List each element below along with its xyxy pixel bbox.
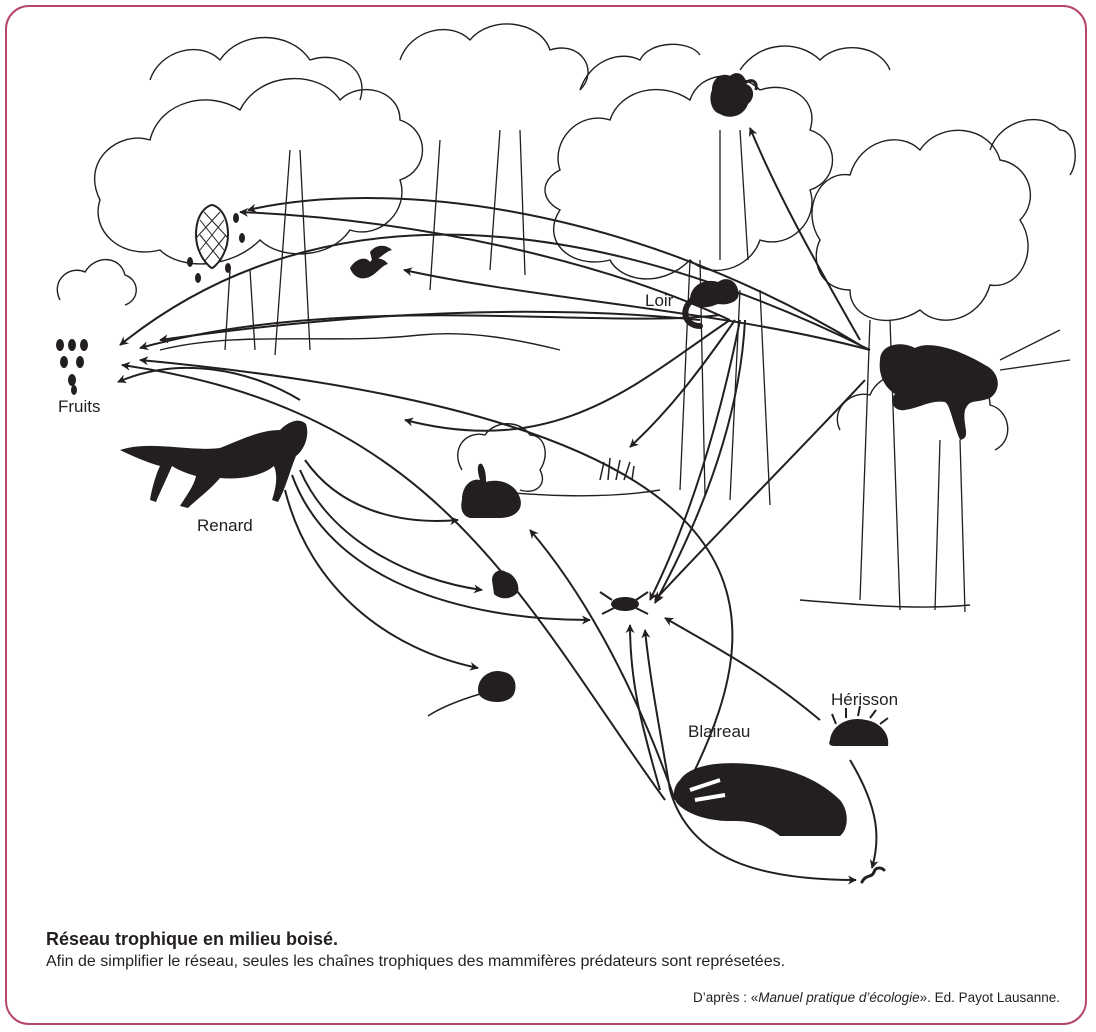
caption-title: Réseau trophique en milieu boisé. xyxy=(46,929,338,950)
arrow-blaireau-to-beetle-2 xyxy=(645,630,670,790)
arrow-blaireau-to-fruits-far xyxy=(140,360,732,780)
tree-crown xyxy=(990,120,1075,175)
arrow-herisson-to-worm xyxy=(850,760,877,868)
label-loir: Loir xyxy=(645,292,673,309)
source-prefix: D’après : « xyxy=(693,990,758,1005)
arrow-herisson-to-beetle xyxy=(665,618,820,720)
tree-crown xyxy=(95,79,423,264)
beetle-icon xyxy=(600,592,648,614)
rabbit-icon xyxy=(461,464,521,518)
arrow-martre-to-fruits xyxy=(120,235,870,350)
label-blaireau: Blaireau xyxy=(688,723,750,740)
source-book: Manuel pratique d’écologie xyxy=(758,990,919,1005)
arrow-martre-to-squirrel xyxy=(750,128,860,340)
arrow-renard-to-bird xyxy=(300,470,482,590)
insect-nest-icon xyxy=(187,205,245,283)
arrow-blaireau-to-fruits xyxy=(122,365,665,800)
source-citation: D’après : «Manuel pratique d’écologie». … xyxy=(693,990,1060,1005)
arrow-renard-to-fruits xyxy=(118,368,300,400)
arrow-martre-to-dormouse-fruits xyxy=(655,380,865,600)
mouse-icon xyxy=(428,671,516,716)
arrow-loir-to-fruits-3 xyxy=(405,320,730,431)
bird-icon xyxy=(492,570,518,598)
label-renard: Renard xyxy=(197,517,253,534)
label-martre: Martre xyxy=(911,346,960,363)
fox-icon xyxy=(120,421,307,508)
arrow-blaireau-to-rabbit xyxy=(530,530,675,800)
badger-icon xyxy=(674,763,847,836)
squirrel-icon xyxy=(710,73,756,117)
tree-crown xyxy=(740,46,890,70)
tree-crown xyxy=(812,130,1030,320)
shrub xyxy=(57,260,136,305)
hedgehog-icon xyxy=(829,706,888,746)
source-suffix: ». Ed. Payot Lausanne. xyxy=(920,990,1060,1005)
fruits-icon xyxy=(56,339,88,395)
caption-text: Afin de simplifier le réseau, seules les… xyxy=(46,953,785,971)
ground-line xyxy=(160,334,560,350)
tree-crown xyxy=(400,24,588,90)
tree-crown xyxy=(580,44,700,90)
ground-line xyxy=(800,600,970,607)
label-fruits: Fruits xyxy=(58,398,101,415)
arrow-martre-to-birds xyxy=(404,270,870,350)
arrow-renard-to-rabbit xyxy=(305,460,458,521)
worm-icon xyxy=(862,868,884,882)
label-herisson: Hérisson xyxy=(831,691,898,708)
birds-icon xyxy=(350,246,392,279)
